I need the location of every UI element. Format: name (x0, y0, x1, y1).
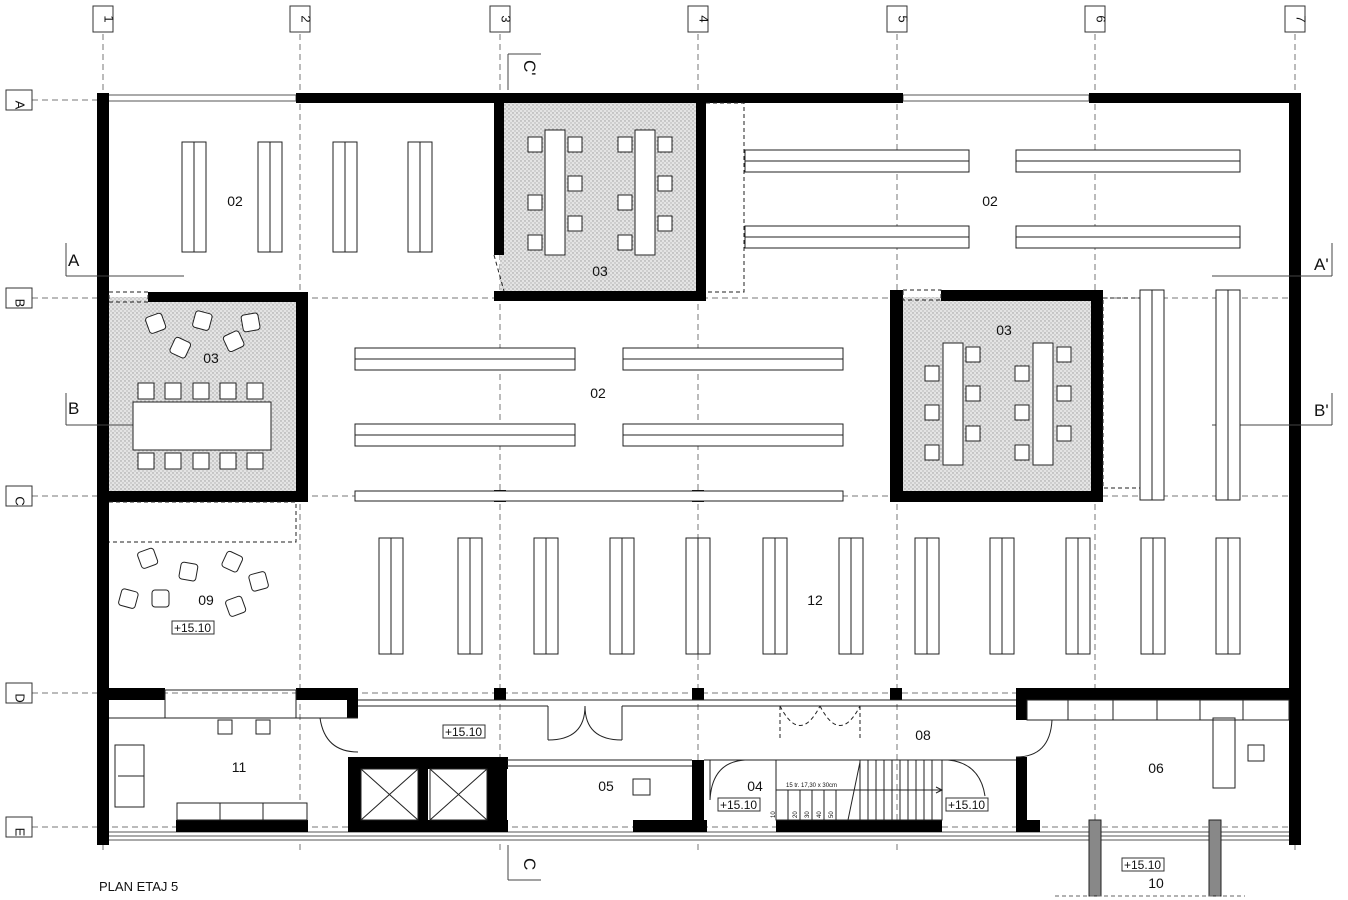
room-label: 10 (1148, 875, 1164, 891)
room-label: 02 (227, 193, 243, 209)
grid-col-1: 1 (102, 15, 117, 22)
section-label-b-left: B (68, 399, 79, 418)
level-mark-stairs: +15.10 (948, 798, 985, 812)
room-label: 03 (592, 263, 608, 279)
entrance-canopy (1055, 819, 1245, 897)
section-label-b-right: B' (1314, 401, 1329, 420)
corridor-lines (109, 689, 1290, 801)
level-boxes (171, 620, 1165, 872)
room-label: 08 (915, 727, 931, 743)
grid-row-d: D (13, 693, 28, 702)
bookshelves (181, 141, 1241, 655)
furniture (114, 129, 1265, 821)
plan-title: PLAN ETAJ 5 (99, 879, 178, 894)
room-label: 03 (203, 350, 219, 366)
level-mark-10: +15.10 (1124, 858, 1161, 872)
grid-row-a: A (13, 101, 28, 110)
grid-row-e: E (13, 828, 28, 837)
elevator-shafts (360, 768, 488, 821)
room-label: 05 (598, 778, 614, 794)
room-label: 12 (807, 592, 823, 608)
level-mark-09: +15.10 (174, 621, 211, 635)
room-label: 02 (590, 385, 606, 401)
section-label-c-bottom: C (520, 858, 539, 870)
grid-col-4: 4 (697, 15, 712, 22)
column-markers (92, 5, 1306, 33)
grid-col-7: 7 (1294, 15, 1309, 22)
section-label-c-top: C' (520, 60, 539, 76)
grid-col-2: 2 (299, 15, 314, 22)
room-label: 09 (198, 592, 214, 608)
level-mark-04: +15.10 (720, 798, 757, 812)
section-label-a-right: A' (1314, 255, 1329, 274)
room-label: 11 (232, 759, 247, 775)
stair-step-label: 50 (829, 811, 835, 818)
dashed-outlines (108, 102, 1141, 740)
grid-row-c: C (13, 496, 28, 505)
row-markers (5, 89, 33, 838)
room-label: 02 (982, 193, 998, 209)
room-label: 06 (1148, 760, 1164, 776)
stairs (775, 759, 944, 821)
grid-row-b: B (13, 299, 28, 308)
grid-col-3: 3 (499, 15, 514, 22)
grid-col-5: 5 (896, 15, 911, 22)
room-label: 04 (747, 778, 763, 794)
stair-step-label: 20 (793, 811, 799, 818)
stair-note: 15 tr. 17,30 x 30cm (786, 783, 837, 789)
stair-step-label: 40 (817, 811, 823, 818)
level-mark-corridor: +15.10 (445, 725, 482, 739)
interior-walls (97, 95, 1301, 832)
stair-step-label: 10 (771, 811, 777, 818)
room-label: 03 (996, 322, 1012, 338)
grid-col-6: 6 (1094, 15, 1109, 22)
section-label-a-left: A (68, 251, 80, 270)
stair-step-label: 30 (805, 811, 811, 818)
